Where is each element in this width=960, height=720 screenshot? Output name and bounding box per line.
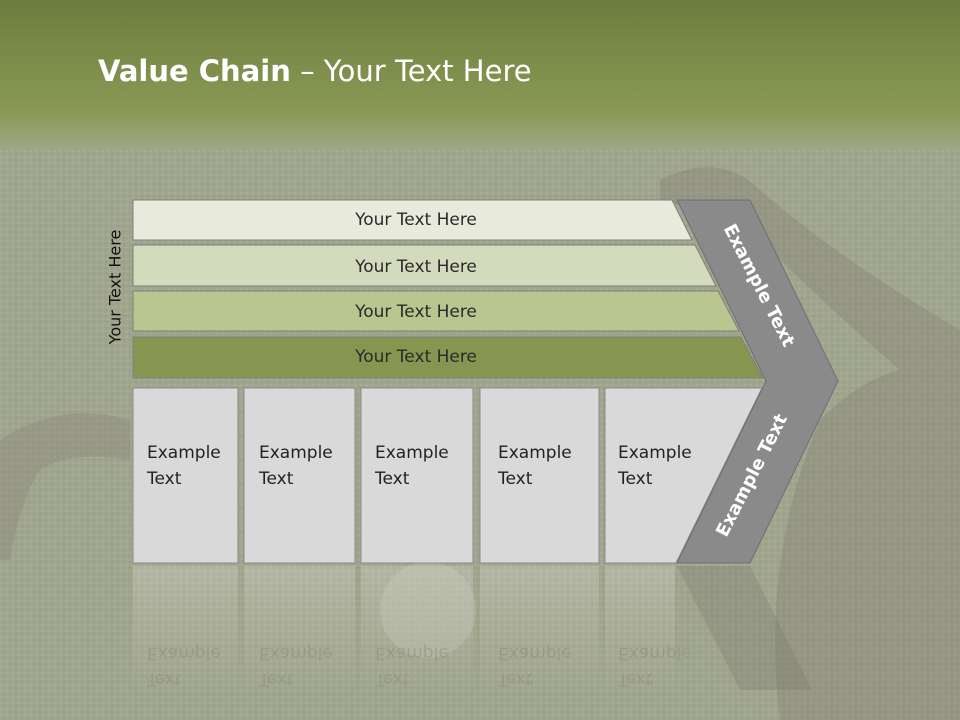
band-4: Your Text Here <box>132 336 764 379</box>
reflection-text-2b: Example <box>259 643 333 663</box>
activity-box-3-line2: Text <box>374 469 410 489</box>
activity-box-3: Example Text <box>360 387 474 564</box>
reflection-text-3: Text <box>374 669 410 689</box>
activity-box-4-line2: Text <box>497 469 533 489</box>
band-1-label: Your Text Here <box>354 210 477 230</box>
reflection-text-1: Text <box>146 669 182 689</box>
reflection-text-5: Text <box>617 669 653 689</box>
activity-box-1-line1: Example <box>147 443 221 463</box>
title-rest: – Your Text Here <box>290 54 532 88</box>
reflection: Text Example Text Example Text Example T… <box>133 566 812 696</box>
activity-box-2-line1: Example <box>259 443 333 463</box>
activity-box-4: Example Text <box>479 387 600 564</box>
activity-box-5: Example Text <box>604 387 763 564</box>
reflection-text-3b: Example <box>375 643 449 663</box>
activity-box-1-line2: Text <box>146 469 182 489</box>
activity-box-2-line2: Text <box>258 469 294 489</box>
band-2: Your Text Here <box>132 244 717 287</box>
band-2-label: Your Text Here <box>354 257 477 277</box>
reflection-text-4: Text <box>497 669 533 689</box>
reflection-text-5b: Example <box>618 643 692 663</box>
slide-title: Value Chain – Your Text Here <box>98 54 532 88</box>
band-1: Your Text Here <box>132 199 693 241</box>
activity-box-3-line1: Example <box>375 443 449 463</box>
activity-box-5-line2: Text <box>617 469 653 489</box>
activity-box-5-line1: Example <box>618 443 692 463</box>
activity-box-2: Example Text <box>243 387 356 564</box>
reflection-text-1b: Example <box>147 643 221 663</box>
reflection-text-2: Text <box>258 669 294 689</box>
title-bold: Value Chain <box>98 54 291 88</box>
band-3-label: Your Text Here <box>354 302 477 322</box>
band-3: Your Text Here <box>132 290 740 332</box>
reflection-text-4b: Example <box>498 643 572 663</box>
band-4-label: Your Text Here <box>354 347 477 367</box>
activity-box-4-line1: Example <box>498 443 572 463</box>
activity-box-1: Example Text <box>132 387 239 564</box>
